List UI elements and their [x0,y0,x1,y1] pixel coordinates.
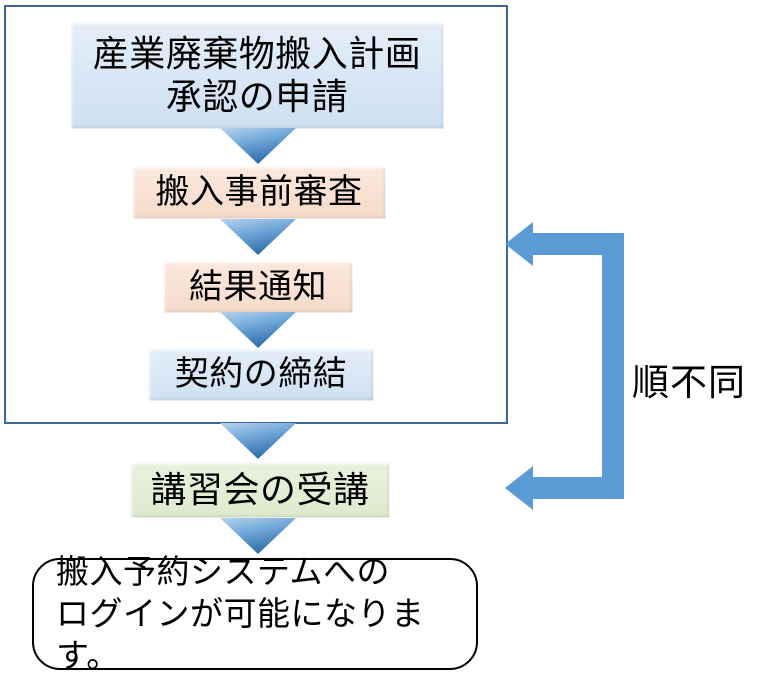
down-arrow-1 [220,128,296,164]
process-box-contract-label: 契約の締結 [174,355,348,394]
process-box-pre-review-label: 搬入事前審査 [155,173,363,212]
process-box-seminar[interactable]: 講習会の受講 [130,462,390,518]
process-box-result-notice[interactable]: 結果通知 [163,261,353,313]
down-arrow-4 [220,423,296,459]
down-arrow-5 [220,518,296,554]
double-headed-bracket-arrow [505,222,627,510]
process-box-application-label: 産業廃棄物搬入計画 承認の申請 [92,33,422,117]
result-callout: 搬入予約システムへの ログインが可能になります。 [32,553,478,674]
process-box-result-notice-label: 結果通知 [189,267,327,306]
process-box-pre-review[interactable]: 搬入事前審査 [132,166,386,219]
down-arrow-2 [220,219,296,255]
process-box-seminar-label: 講習会の受講 [150,468,370,510]
order-note-label: 順不同 [632,362,746,403]
result-callout-label: 搬入予約システムへの ログインが可能になります。 [56,552,425,675]
down-arrow-3 [220,312,296,348]
process-box-application[interactable]: 産業廃棄物搬入計画 承認の申請 [70,22,444,129]
process-box-contract[interactable]: 契約の締結 [148,348,374,401]
